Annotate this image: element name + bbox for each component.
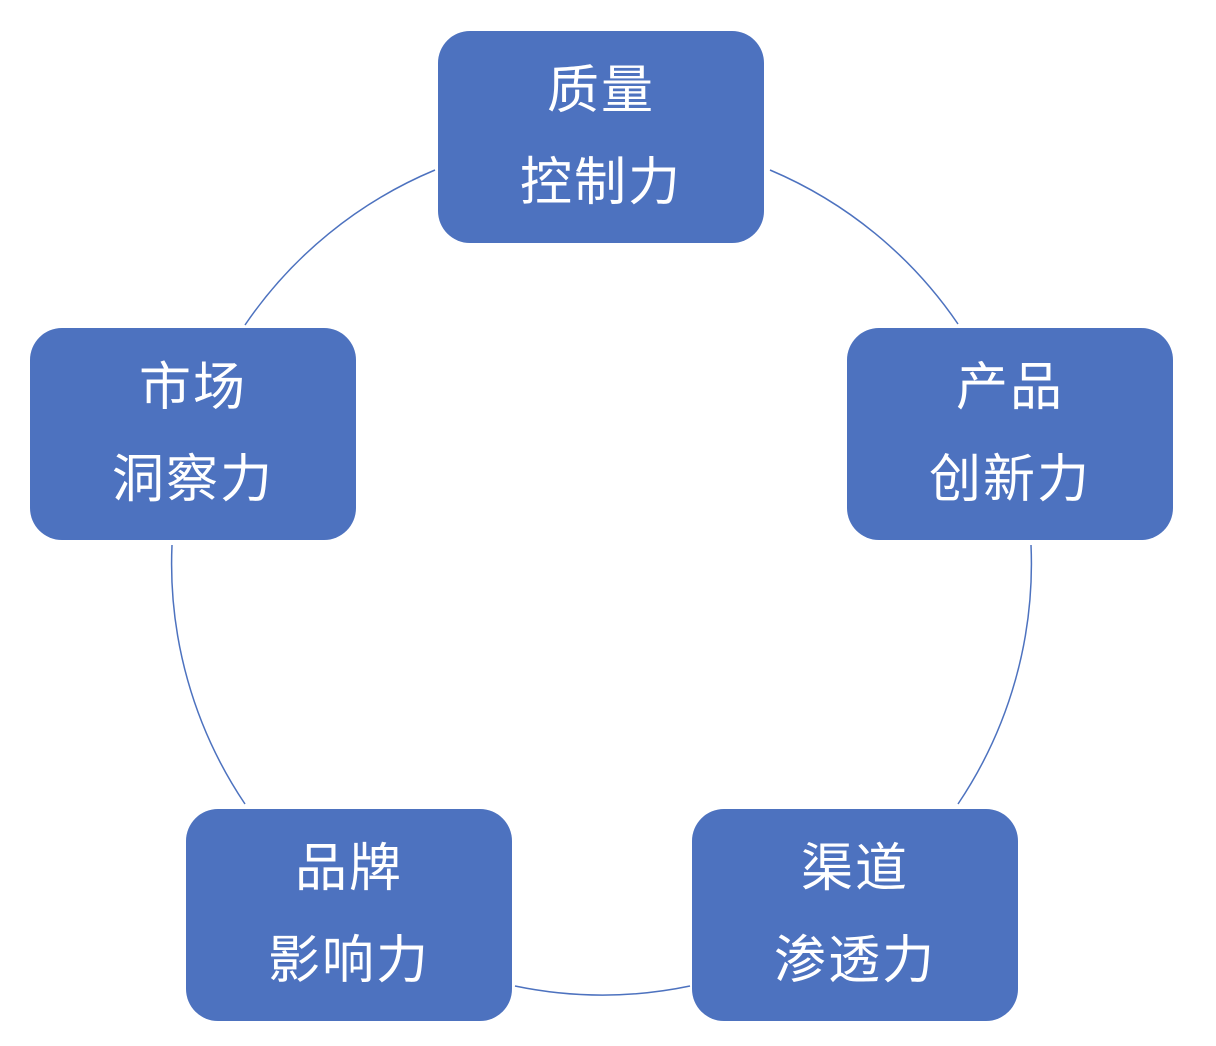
- connector-channel-brand: [514, 985, 691, 996]
- node-product-innovation-line2: 创新力: [928, 450, 1091, 510]
- connector-quality-product: [769, 169, 959, 325]
- node-brand-influence-line1: 品牌: [294, 839, 403, 899]
- connector-market-quality: [244, 169, 436, 326]
- node-market-insight-line1: 市场: [138, 358, 247, 418]
- connector-product-channel: [957, 544, 1033, 805]
- node-channel-penetration-line2: 渗透力: [773, 931, 936, 991]
- node-quality-control: 质量 控制力: [438, 31, 764, 243]
- node-product-innovation-line1: 产品: [955, 358, 1064, 418]
- node-product-innovation: 产品 创新力: [847, 328, 1173, 540]
- node-quality-control-line1: 质量: [546, 61, 655, 121]
- node-brand-influence-line2: 影响力: [267, 931, 430, 991]
- node-channel-penetration: 渠道 渗透力: [692, 809, 1018, 1021]
- node-market-insight: 市场 洞察力: [30, 328, 356, 540]
- node-quality-control-line2: 控制力: [519, 153, 682, 213]
- node-channel-penetration-line1: 渠道: [800, 839, 909, 899]
- node-market-insight-line2: 洞察力: [111, 450, 274, 510]
- connector-brand-market: [170, 544, 246, 805]
- node-brand-influence: 品牌 影响力: [186, 809, 512, 1021]
